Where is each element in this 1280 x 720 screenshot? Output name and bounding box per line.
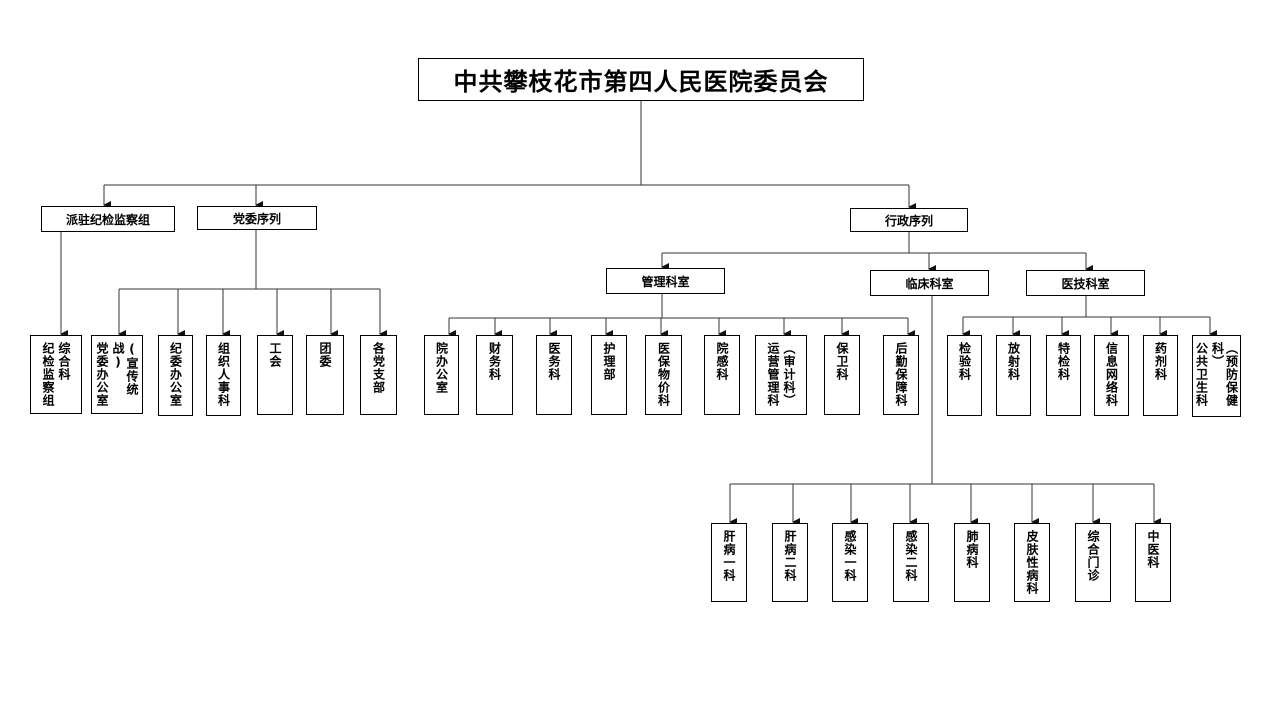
dept-security: 保卫科: [824, 335, 860, 415]
dept-discipline-committee-office: 纪委办公室: [158, 335, 193, 416]
dept-label-line: 肝病二科: [783, 530, 797, 582]
dept-discipline-office: 综合科 纪检监察组: [30, 335, 82, 414]
dept-special-exam: 特检科: [1046, 335, 1081, 416]
dept-hospital-office: 院办公室: [424, 335, 459, 415]
group-management: 管理科室: [606, 268, 725, 294]
dept-label-line: 肺病科: [965, 530, 979, 569]
dept-infectious-1: 感染一科: [832, 523, 868, 602]
dept-label-line: 皮肤性病科: [1025, 530, 1039, 595]
dept-label-line: 运营管理科: [766, 342, 780, 407]
dept-label-line: 工会: [268, 342, 282, 368]
dept-medical-affairs: 医务科: [536, 335, 572, 415]
dept-hepatology-1: 肝病一科: [711, 523, 747, 602]
dept-label-line: 保卫科: [835, 342, 849, 381]
dept-label-line: 感染二科: [904, 530, 918, 582]
dept-label-line: 特检科: [1056, 342, 1071, 381]
dept-label-line: (宣传统战): [111, 342, 139, 396]
dept-pharmacy: 药剂科: [1143, 335, 1178, 416]
dept-label-line: 各党支部: [371, 342, 386, 394]
dept-infectious-2: 感染二科: [893, 523, 929, 602]
dept-insurance-pricing: 医保物价科: [645, 335, 682, 415]
dept-label-line: 院办公室: [434, 342, 449, 394]
group-clinical: 临床科室: [870, 270, 989, 296]
dept-party-office: (宣传统战) 党委办公室: [91, 335, 143, 414]
dept-pulmonology: 肺病科: [954, 523, 990, 602]
dept-label-line: 后勤保障科: [894, 342, 908, 407]
dept-label-line: 医保物价科: [656, 342, 671, 407]
dept-label-line: 检验科: [957, 342, 972, 381]
dept-label-line: （审计科）: [782, 342, 796, 407]
dept-label-line: 护理部: [602, 342, 616, 381]
dept-label-line: 纪检监察组: [41, 342, 55, 407]
dept-dermatology: 皮肤性病科: [1014, 523, 1050, 602]
branch-admin: 行政序列: [850, 208, 968, 232]
dept-label-line: 院感科: [715, 342, 729, 381]
dept-label-line: 纪委办公室: [168, 342, 183, 407]
dept-youth-league: 团委: [306, 335, 344, 415]
dept-it-network: 信息网络科: [1094, 335, 1129, 416]
dept-organization-personnel: 组织人事科: [206, 335, 241, 416]
dept-party-branches: 各党支部: [360, 335, 397, 415]
dept-radiology: 放射科: [996, 335, 1031, 416]
dept-label-line: 药剂科: [1153, 342, 1168, 381]
group-medtech: 医技科室: [1026, 270, 1145, 296]
dept-label-line: 感染一科: [843, 530, 857, 582]
dept-operations: （审计科） 运营管理科: [755, 335, 807, 415]
dept-label-line: 公共卫生科: [1194, 342, 1209, 407]
dept-tcm: 中医科: [1135, 523, 1171, 602]
dept-label-line: 综合门诊: [1086, 530, 1100, 582]
dept-finance: 财务科: [476, 335, 513, 415]
dept-label-line: 放射科: [1006, 342, 1021, 381]
dept-label-line: 信息网络科: [1104, 342, 1119, 407]
dept-label-line: 综合科: [57, 342, 71, 381]
branch-discipline: 派驻纪检监察组: [41, 206, 175, 232]
dept-label-line: 组织人事科: [216, 342, 231, 407]
root-node: 中共攀枝花市第四人民医院委员会: [418, 58, 864, 101]
dept-logistics: 后勤保障科: [883, 335, 919, 415]
dept-label-line: 医务科: [547, 342, 561, 381]
dept-label-line: 团委: [318, 342, 332, 368]
dept-label-line: 中医科: [1146, 530, 1160, 569]
dept-labor-union: 工会: [257, 335, 293, 415]
dept-infection-control: 院感科: [704, 335, 740, 415]
dept-nursing: 护理部: [591, 335, 627, 415]
dept-laboratory: 检验科: [947, 335, 982, 416]
dept-hepatology-2: 肝病二科: [772, 523, 808, 602]
dept-label-line: 肝病一科: [722, 530, 736, 582]
dept-label-line: 财务科: [487, 342, 502, 381]
dept-label-line: （预防保健科）: [1210, 342, 1239, 407]
dept-general-outpatient: 综合门诊: [1075, 523, 1111, 602]
dept-public-health: （预防保健科） 公共卫生科: [1192, 335, 1241, 417]
branch-party: 党委序列: [197, 206, 317, 230]
dept-label-line: 党委办公室: [95, 342, 109, 407]
